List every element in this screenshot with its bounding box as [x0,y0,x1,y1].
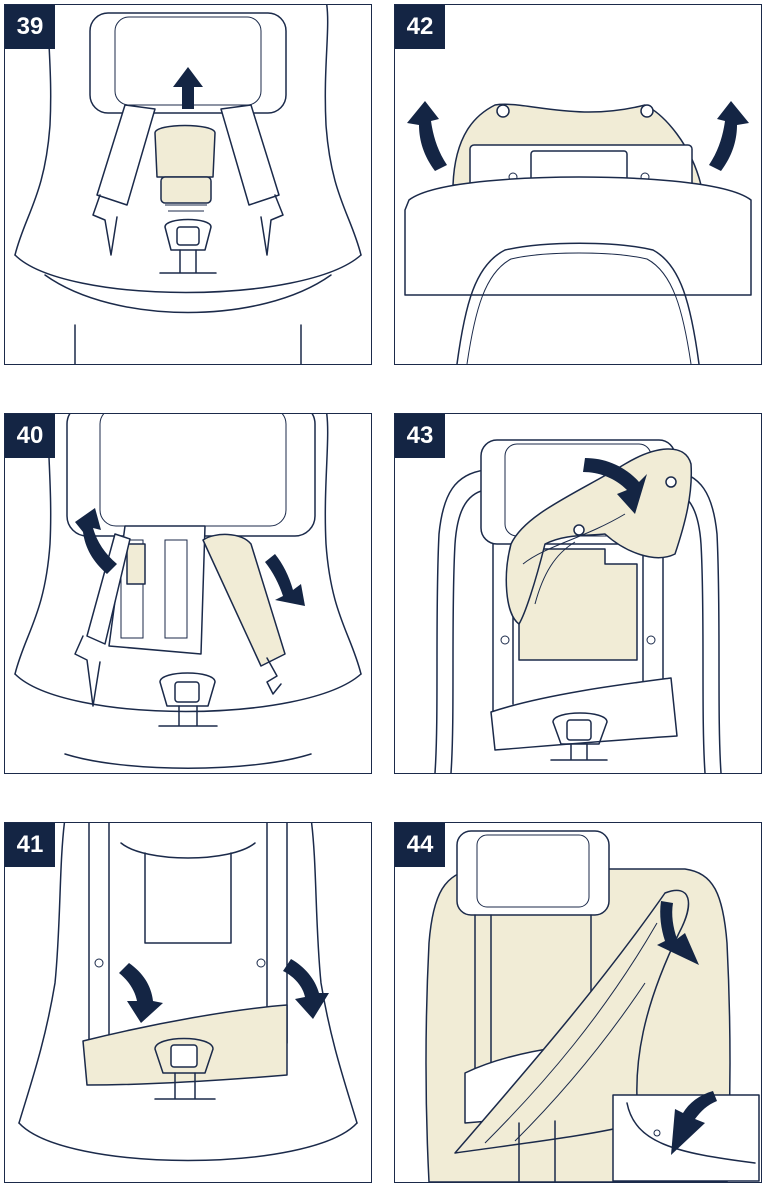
step-40-panel: 40 [4,413,372,774]
step-41-illustration [5,823,371,1182]
step-41-panel: 41 [4,822,372,1183]
step-43-panel: 43 [394,413,762,774]
step-39-illustration [5,5,371,364]
step-number-badge: 42 [395,5,445,49]
step-number-badge: 44 [395,823,445,867]
step-number-badge: 43 [395,414,445,458]
step-42-panel: 42 [394,4,762,365]
step-43-illustration [395,414,761,773]
step-44-illustration [395,823,761,1182]
step-number-badge: 40 [5,414,55,458]
step-39-panel: 39 [4,4,372,365]
step-number-badge: 39 [5,5,55,49]
step-40-illustration [5,414,371,773]
step-42-illustration [395,5,761,364]
step-number-badge: 41 [5,823,55,867]
step-44-panel: 44 [394,822,762,1183]
